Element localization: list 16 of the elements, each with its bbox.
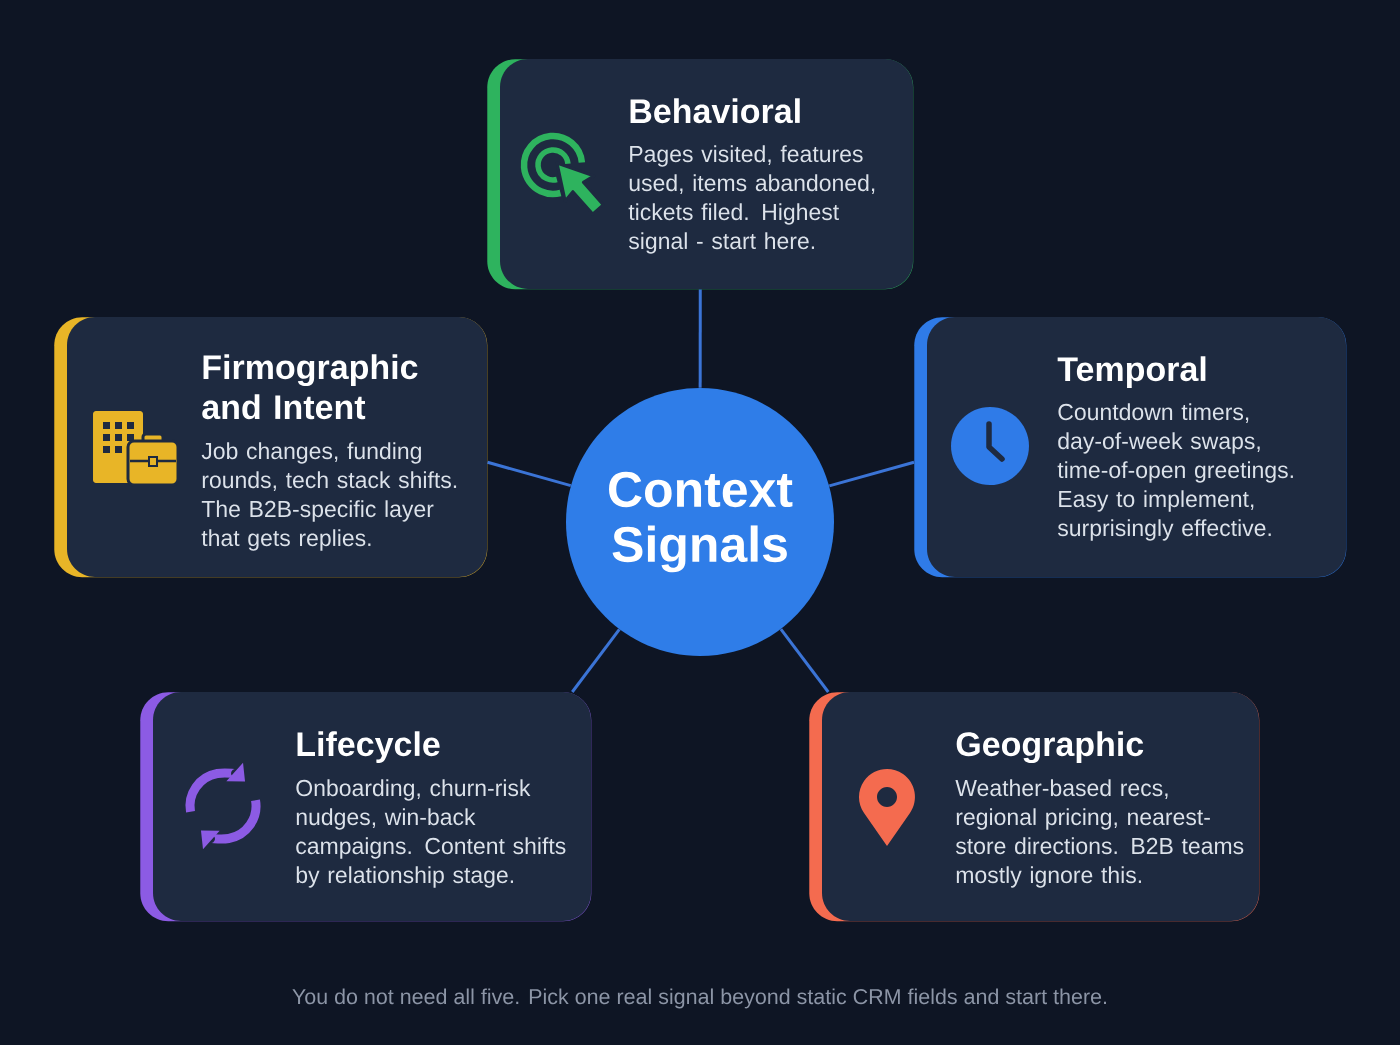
card-title: Temporal bbox=[1057, 356, 1206, 388]
card-description: Onboarding, churn-risk nudges, win-back campaigns. Content shifts by relationship stage. bbox=[296, 779, 566, 888]
card-title: Behavioral bbox=[630, 98, 800, 124]
card-description: Countdown timers, day-of-week swaps, time-of-open greetings. Easy to implement, surprisingly effective. bbox=[1057, 403, 1293, 541]
footer-note: You do not need all five. Pick one real signal beyond static CRM fields and start there. bbox=[292, 988, 1106, 1009]
connector-line bbox=[487, 460, 572, 488]
connector-line bbox=[698, 289, 702, 388]
card-title: Lifecycle bbox=[297, 731, 440, 763]
card-title: Firmographic and Intent bbox=[202, 354, 418, 420]
card-title: Geographic bbox=[956, 731, 1144, 764]
connector-line bbox=[571, 628, 621, 693]
connector-line bbox=[779, 628, 830, 693]
card-description: Pages visited, features used, items abandoned, tickets filed. Highest signal - start here. bbox=[628, 145, 875, 254]
card-description: Weather-based recs, regional pricing, nearest-store directions. B2B teams mostly ignore this. bbox=[955, 779, 1244, 888]
card-description: Job changes, funding rounds, tech stack shifts. The B2B-specific layer that gets replies. bbox=[201, 442, 457, 551]
connector-line bbox=[828, 460, 915, 488]
